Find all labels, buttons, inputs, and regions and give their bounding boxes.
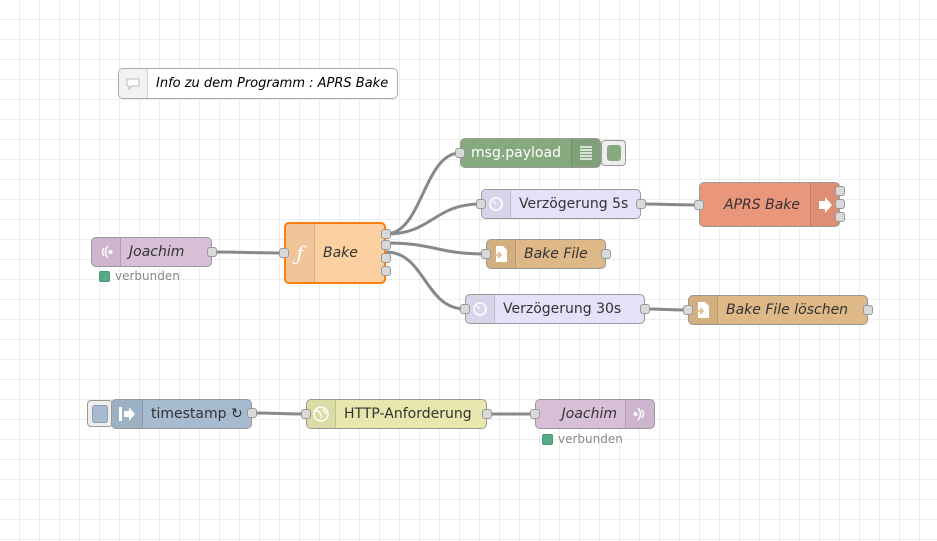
- bake-file-delete-node[interactable]: Bake File löschen: [688, 295, 868, 325]
- bake-function-label: Bake: [323, 245, 358, 261]
- debug-toggle-fill: [606, 145, 621, 161]
- list-icon: [571, 139, 600, 167]
- wire-bake-to-bakefile[interactable]: [385, 241, 487, 256]
- bake-file-output-port[interactable]: [601, 249, 611, 259]
- status-text: verbunden: [115, 269, 180, 283]
- joachim-input-output-port[interactable]: [207, 247, 217, 257]
- comment-icon: [119, 69, 148, 98]
- bake-output-port-4[interactable]: [381, 266, 391, 276]
- status-dot: [99, 270, 110, 282]
- joachim-output-status: verbunden: [542, 432, 623, 446]
- comment-label: Info zu dem Programm : APRS Bake: [156, 76, 389, 91]
- bake-output-port-3[interactable]: [381, 253, 391, 263]
- file-in-icon: [689, 296, 718, 324]
- wire-delay5s-to-aprs[interactable]: [640, 202, 700, 207]
- inject-trigger-fill: [92, 404, 108, 423]
- comment-node[interactable]: Info zu dem Programm : APRS Bake: [118, 68, 398, 99]
- bake-file-delete-label: Bake File löschen: [726, 302, 849, 318]
- arrow-right-icon: [810, 183, 839, 226]
- aprs-bake-output-port-2[interactable]: [835, 199, 845, 209]
- joachim-input-node[interactable]: Joachim: [91, 237, 212, 267]
- delay-5s-node[interactable]: Verzögerung 5s: [481, 189, 641, 219]
- bake-function-node[interactable]: ƒ Bake: [284, 222, 386, 284]
- timestamp-inject-node[interactable]: timestamp ↻: [111, 399, 252, 429]
- bake-file-delete-output-port[interactable]: [863, 305, 873, 315]
- bake-file-input-port[interactable]: [481, 249, 491, 259]
- aprs-bake-node[interactable]: APRS Bake: [699, 182, 840, 227]
- bake-file-label: Bake File: [524, 246, 588, 262]
- debug-payload-node[interactable]: msg.payload: [460, 138, 601, 168]
- joachim-output-input-port[interactable]: [530, 409, 540, 419]
- delay-30s-node[interactable]: Verzögerung 30s: [465, 294, 645, 324]
- timer-icon: [482, 190, 511, 218]
- wire-joachim-to-bake[interactable]: [211, 250, 285, 255]
- globe-icon: [307, 400, 336, 428]
- bake-input-port[interactable]: [279, 248, 289, 258]
- bake-output-port-1[interactable]: [381, 229, 391, 239]
- aprs-bake-input-port[interactable]: [694, 200, 704, 210]
- delay-5s-input-port[interactable]: [476, 199, 486, 209]
- aprs-bake-output-port-3[interactable]: [835, 212, 845, 222]
- function-icon: ƒ: [286, 224, 315, 282]
- delay-30s-label: Verzögerung 30s: [503, 301, 622, 317]
- timer-icon: [466, 295, 495, 323]
- http-request-input-port[interactable]: [301, 409, 311, 419]
- radio-wave-icon: [92, 238, 121, 266]
- joachim-output-node[interactable]: Joachim: [535, 399, 655, 429]
- timestamp-inject-label: timestamp ↻: [151, 406, 243, 422]
- http-request-label: HTTP-Anforderung: [344, 406, 472, 422]
- debug-toggle-button[interactable]: [601, 140, 626, 166]
- file-in-icon: [487, 240, 516, 268]
- bake-output-port-2[interactable]: [381, 240, 391, 250]
- aprs-bake-label: APRS Bake: [724, 196, 800, 213]
- delay-5s-label: Verzögerung 5s: [519, 196, 629, 212]
- wire-bake-to-delay5s[interactable]: [385, 202, 482, 236]
- joachim-input-status: verbunden: [99, 269, 180, 283]
- inject-trigger-button[interactable]: [87, 400, 113, 427]
- status-dot: [542, 433, 553, 445]
- delay-30s-output-port[interactable]: [640, 304, 650, 314]
- radio-wave-icon: [625, 400, 654, 428]
- wire-bake-to-debug[interactable]: [385, 151, 461, 236]
- http-request-output-port[interactable]: [482, 409, 492, 419]
- status-text: verbunden: [558, 432, 623, 446]
- inject-arrow-icon: [112, 400, 143, 428]
- delay-5s-output-port[interactable]: [636, 199, 646, 209]
- debug-input-port[interactable]: [455, 148, 465, 158]
- bake-file-delete-input-port[interactable]: [683, 305, 693, 315]
- wire-timestamp-to-http[interactable]: [251, 411, 307, 416]
- wire-bake-to-delay30s[interactable]: [385, 250, 466, 311]
- joachim-output-label: Joachim: [561, 406, 617, 422]
- debug-payload-label: msg.payload: [471, 145, 561, 161]
- aprs-bake-output-port-1[interactable]: [835, 186, 845, 196]
- bake-file-node[interactable]: Bake File: [486, 239, 606, 269]
- delay-30s-input-port[interactable]: [460, 304, 470, 314]
- joachim-input-label: Joachim: [129, 244, 185, 260]
- http-request-node[interactable]: HTTP-Anforderung: [306, 399, 487, 429]
- wire-delay30s-to-delete[interactable]: [644, 307, 689, 312]
- timestamp-output-port[interactable]: [247, 408, 257, 418]
